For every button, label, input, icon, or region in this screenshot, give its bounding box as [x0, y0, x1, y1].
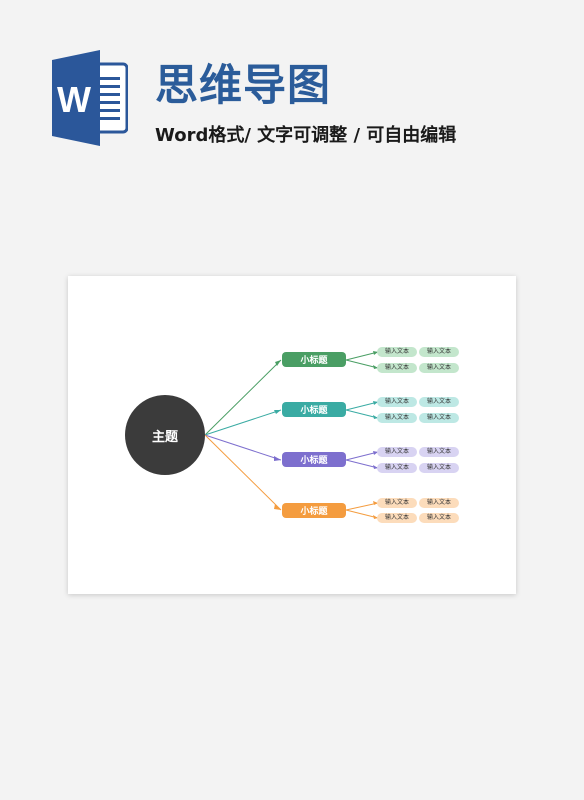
leaf-text-4-2[interactable]: 输入文本: [419, 498, 459, 508]
leaf-text-3-3[interactable]: 输入文本: [377, 463, 417, 473]
subtopic-node-3[interactable]: 小标题: [282, 452, 346, 467]
leaf-text-4-4[interactable]: 输入文本: [419, 513, 459, 523]
page-subtitle: Word格式/ 文字可调整 / 可自由编辑: [155, 125, 457, 146]
leaf-text-3-1[interactable]: 输入文本: [377, 447, 417, 457]
leaf-text-2-2[interactable]: 输入文本: [419, 397, 459, 407]
connector-lines: [204, 351, 379, 519]
word-logo-icon: W: [52, 50, 128, 146]
subtopic-node-1[interactable]: 小标题: [282, 352, 346, 367]
central-topic[interactable]: 主题: [125, 395, 205, 475]
word-logo-letter: W: [57, 79, 91, 120]
leaf-text-3-4[interactable]: 输入文本: [419, 463, 459, 473]
page-title: 思维导图: [155, 61, 331, 111]
leaf-text-4-3[interactable]: 输入文本: [377, 513, 417, 523]
leaf-text-1-2[interactable]: 输入文本: [419, 347, 459, 357]
leaf-text-1-1[interactable]: 输入文本: [377, 347, 417, 357]
mindmap-document: 主题 小标题 输入文本 输入文本 输入文本 输入文本 小标题 输入文本 输入文本…: [68, 276, 516, 594]
leaf-text-3-2[interactable]: 输入文本: [419, 447, 459, 457]
subtopic-node-4[interactable]: 小标题: [282, 503, 346, 518]
leaf-text-2-1[interactable]: 输入文本: [377, 397, 417, 407]
leaf-text-1-3[interactable]: 输入文本: [377, 363, 417, 373]
leaf-text-4-1[interactable]: 输入文本: [377, 498, 417, 508]
leaf-text-1-4[interactable]: 输入文本: [419, 363, 459, 373]
leaf-text-2-3[interactable]: 输入文本: [377, 413, 417, 423]
subtopic-node-2[interactable]: 小标题: [282, 402, 346, 417]
leaf-text-2-4[interactable]: 输入文本: [419, 413, 459, 423]
